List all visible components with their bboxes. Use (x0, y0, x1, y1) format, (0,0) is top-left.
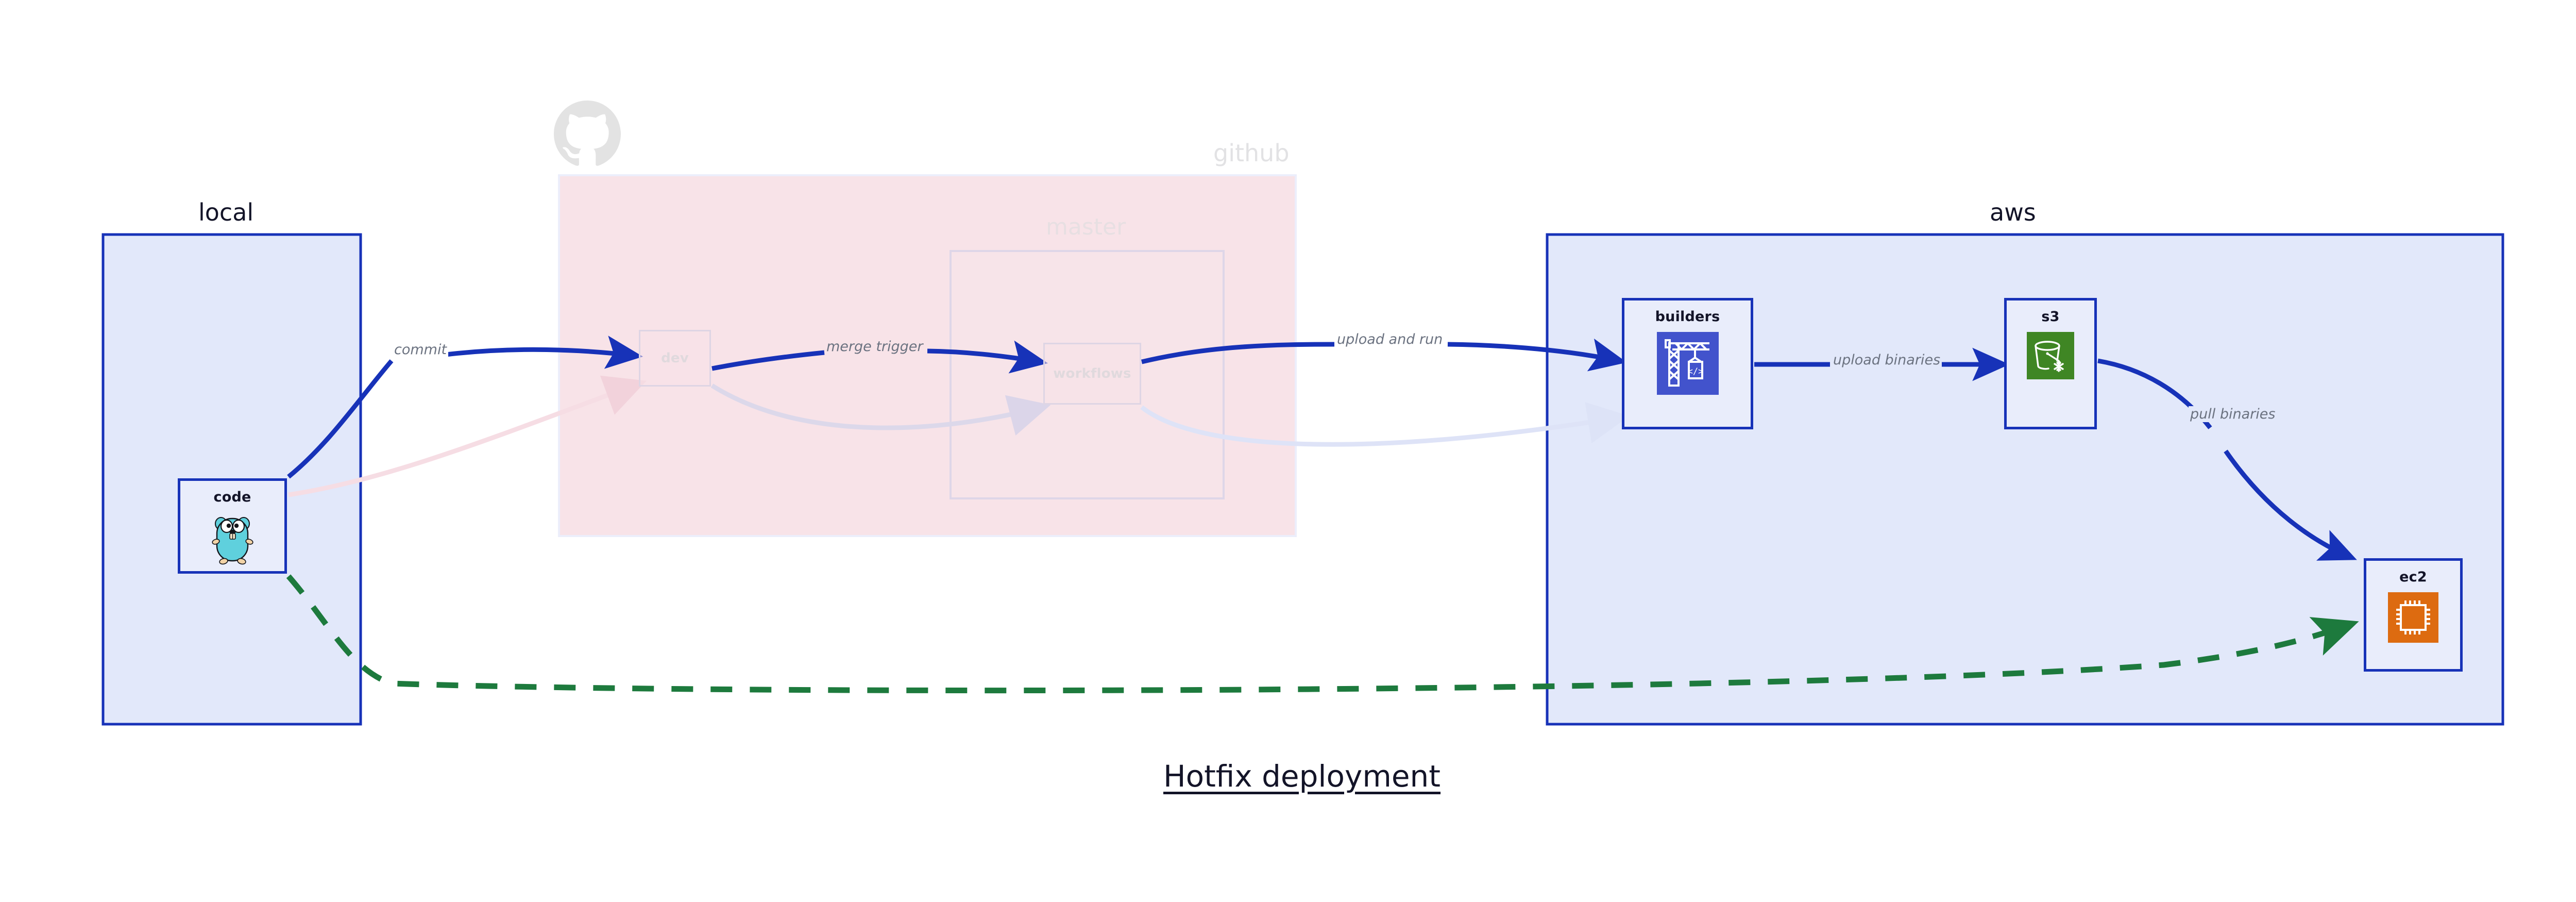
faded-edge-upload-and-run (1140, 402, 1630, 447)
cluster-label-local: local (198, 198, 254, 226)
node-code[interactable]: code (178, 478, 287, 574)
edge-pull-binaries-seg2 (2224, 449, 2357, 561)
cluster-label-master: master (1046, 214, 1126, 240)
node-dev[interactable]: dev (639, 330, 711, 387)
aws-ec2-chip-icon (2388, 592, 2438, 645)
faded-edge-commit (288, 375, 647, 497)
aws-s3-glacier-bucket-icon (2027, 332, 2074, 381)
edge-label-pull-binaries: pull binaries (2189, 406, 2277, 422)
aws-codebuild-crane-icon: </> (1656, 332, 1719, 397)
go-gopher-icon (208, 512, 257, 568)
node-s3-label: s3 (2041, 309, 2060, 325)
node-dev-label: dev (661, 350, 689, 366)
node-workflows-label: workflows (1053, 366, 1131, 381)
node-ec2-label: ec2 (2399, 569, 2427, 585)
edge-hotfix-direct (286, 574, 2359, 694)
edge-commit-seg2 (445, 336, 643, 369)
node-builders-label: builders (1655, 309, 1720, 325)
edge-label-merge-trigger: merge trigger (825, 339, 925, 355)
cluster-label-aws: aws (1990, 198, 2036, 226)
edge-label-commit: commit (393, 342, 449, 358)
node-s3[interactable]: s3 (2004, 298, 2097, 429)
node-workflows[interactable]: workflows (1043, 343, 1141, 405)
faded-edge-merge-trigger (710, 383, 1051, 436)
cluster-label-github: github (1213, 139, 1290, 167)
github-octocat-icon (554, 101, 621, 166)
edge-upload-and-run-seg2 (1447, 338, 1627, 372)
edge-label-upload-and-run: upload and run (1335, 331, 1445, 347)
edge-upload-and-run-seg1 (1141, 342, 1335, 364)
edge-commit-seg1 (287, 359, 394, 479)
edge-label-upload-binaries: upload binaries (1832, 352, 1942, 368)
node-code-label: code (213, 489, 251, 505)
edge-merge-trigger-seg1 (711, 350, 825, 371)
node-builders[interactable]: builders (1622, 298, 1753, 429)
node-ec2[interactable]: ec2 (2364, 558, 2463, 672)
edge-merge-trigger-seg2 (927, 340, 1048, 374)
page-title: Hotfix deployment (1163, 759, 1441, 794)
svg-text:</>: </> (1687, 366, 1703, 377)
